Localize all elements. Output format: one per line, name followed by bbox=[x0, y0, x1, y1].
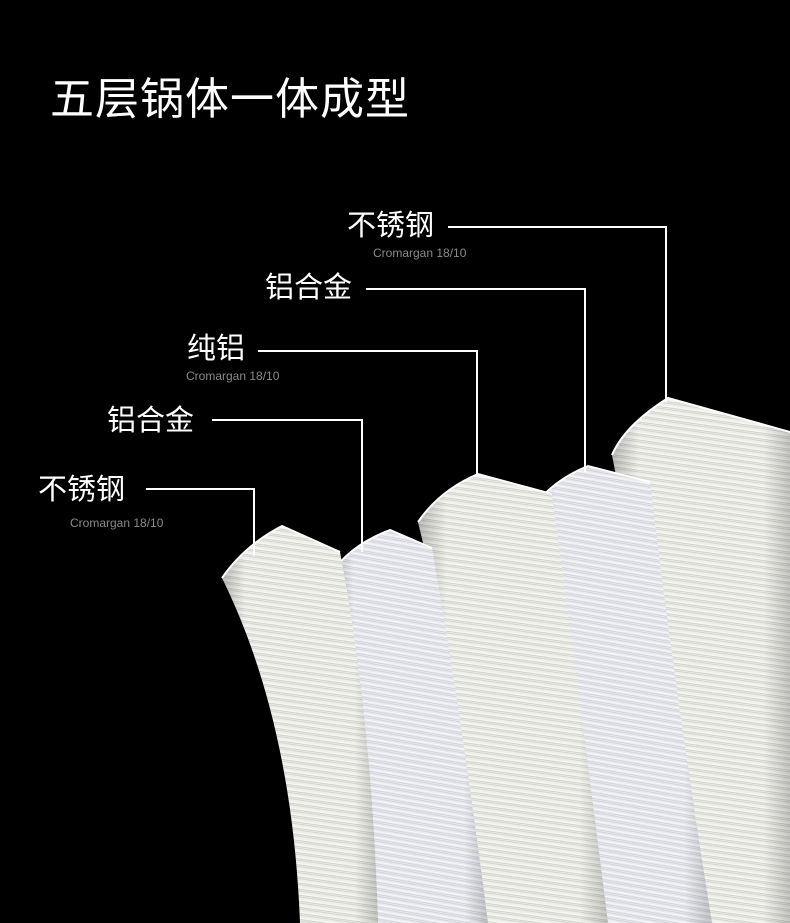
callout-2-label: 铝合金 bbox=[265, 270, 353, 304]
callout-3-label: 纯铝 bbox=[187, 331, 246, 365]
leader-line-4 bbox=[212, 419, 363, 552]
layer-pure-aluminium bbox=[417, 472, 608, 923]
layer-inner-steel-left bbox=[221, 524, 378, 923]
leader-line-2 bbox=[366, 288, 586, 472]
leader-line-3 bbox=[258, 350, 478, 476]
callout-1-subtitle: Cromargan 18/10 bbox=[373, 246, 467, 260]
callout-5-label: 不锈钢 bbox=[38, 472, 126, 506]
callout-3-subtitle: Cromargan 18/10 bbox=[186, 369, 280, 383]
leader-lines bbox=[146, 226, 667, 556]
leader-line-5 bbox=[146, 488, 255, 556]
page-title: 五层锅体一体成型 bbox=[50, 74, 410, 125]
layer-outer-steel-right bbox=[611, 396, 790, 923]
callout-5-subtitle: Cromargan 18/10 bbox=[70, 516, 164, 530]
callout-1-label: 不锈钢 bbox=[347, 208, 435, 242]
callout-4-label: 铝合金 bbox=[107, 403, 195, 437]
leader-line-1 bbox=[448, 226, 667, 402]
